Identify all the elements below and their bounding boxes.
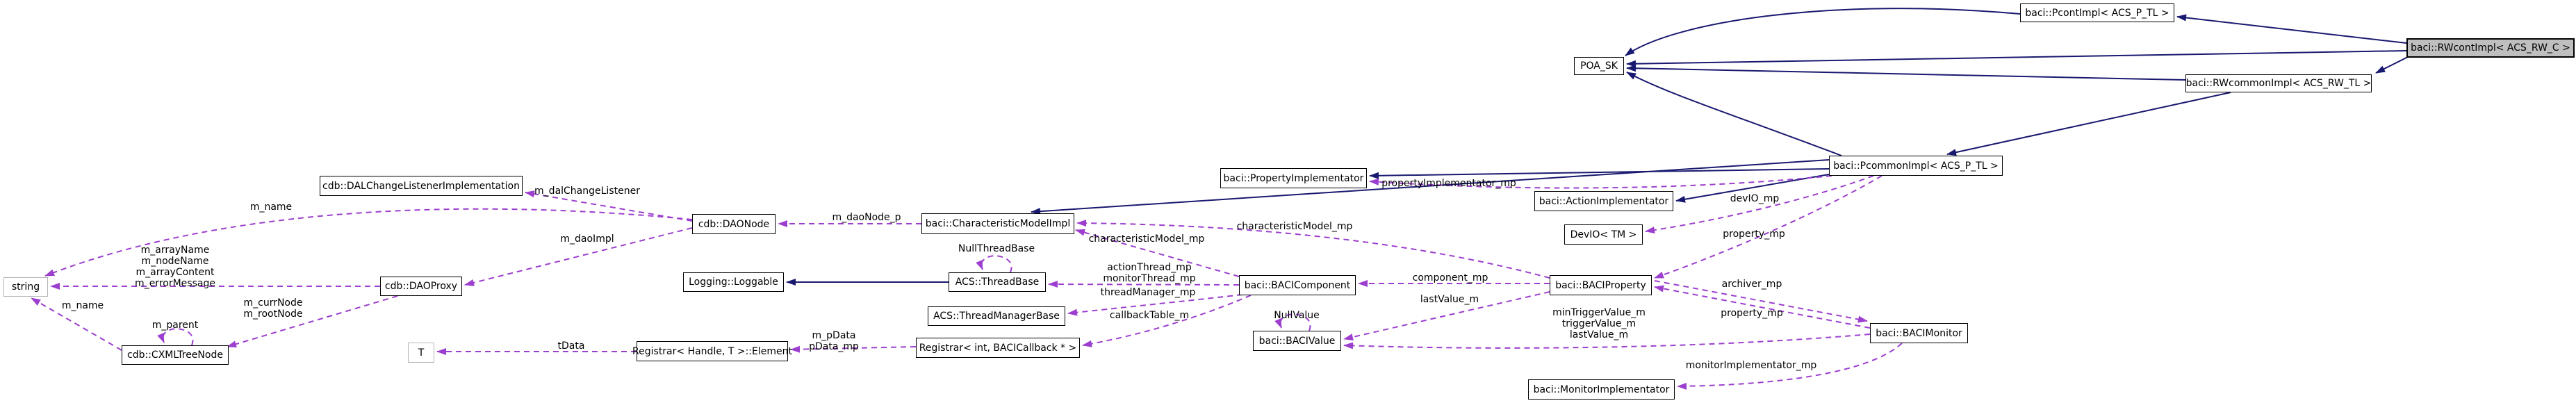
node-registrar-int[interactable]: Registrar< int, BACICallback * >	[916, 338, 1080, 358]
edge-pcommonimpl-propertyimplementator	[1369, 175, 1832, 189]
node-dalchangelistener[interactable]: cdb::DALChangeListenerImplementation	[320, 176, 523, 196]
edge-daonode-dalchangelistener	[525, 190, 693, 222]
edge-daonode-daoproxy	[464, 227, 693, 286]
edge-bacicomponent-registrar-int	[1082, 295, 1252, 347]
node-bacimonitor[interactable]: baci::BACIMonitor	[1870, 323, 1968, 343]
edge-label-bacicomponent-charmodelimpl: characteristicModel_mp	[1088, 233, 1205, 245]
edge-pcommonimpl-devio	[1645, 175, 1874, 234]
edge-pcommonimpl-actionimplementator	[1675, 174, 1830, 203]
edge-label-bacimonitor-baciproperty: property_mp	[1721, 308, 1783, 319]
edge-label-bacivalue-bacivalue: NullValue	[1274, 310, 1320, 321]
node-loggable[interactable]: Logging::Loggable	[683, 272, 784, 292]
edge-pcommonimpl-poask	[1626, 72, 1842, 156]
node-devio[interactable]: DevIO< TM >	[1564, 224, 1643, 245]
node-threadmanagerbase[interactable]: ACS::ThreadManagerBase	[928, 306, 1065, 326]
node-bacivalue[interactable]: baci::BACIValue	[1253, 331, 1341, 351]
edge-label-pcommonimpl-devio: devIO_mp	[1730, 193, 1780, 204]
edge-label-cxmltreenode-cxmltreenode: m_parent	[151, 320, 199, 331]
edge-bacimonitor-baciproperty	[1654, 285, 1871, 329]
edge-baciproperty-bacivalue	[1343, 291, 1550, 340]
node-rwcommonimpl[interactable]: baci::RWcommonImpl< ACS_RW_TL >	[2185, 74, 2372, 92]
node-daonode[interactable]: cdb::DAONode	[692, 214, 776, 234]
node-rwcontimpl: baci::RWcontImpl< ACS_RW_C >	[2406, 38, 2575, 58]
edge-bacicomponent-charmodelimpl	[1075, 229, 1240, 277]
edge-cxmltreenode-string	[31, 297, 122, 351]
node-pcommonimpl[interactable]: baci::PcommonImpl< ACS_P_TL >	[1829, 156, 2003, 176]
node-daoproxy[interactable]: cdb::DAOProxy	[380, 277, 462, 296]
edge-label-threadbase-threadbase: NullThreadBase	[958, 243, 1035, 254]
edge-label-bacimonitor-monitorimplementator: monitorImplementator_mp	[1685, 360, 1817, 371]
edge-pcontimpl-poask	[1625, 8, 2021, 56]
node-bacicomponent[interactable]: baci::BACIComponent	[1239, 275, 1356, 295]
edge-label-bacicomponent-registrar-int: callbackTable_m	[1109, 310, 1190, 321]
edge-label-baciproperty-charmodelimpl: characteristicModel_mp	[1236, 221, 1353, 232]
edge-label-cxmltreenode-string: m_name	[61, 300, 104, 311]
edge-label-registrar-element-t: tData	[557, 340, 585, 352]
edge-registrar-int-registrar-element	[790, 345, 917, 353]
edge-pcommonimpl-charmodelimpl	[1031, 159, 1830, 215]
edge-label-baciproperty-bacivalue: lastValue_m	[1420, 294, 1479, 305]
node-cxmltreenode[interactable]: cdb::CXMLTreeNode	[122, 345, 229, 365]
edge-bacivalue-bacivalue	[1274, 313, 1311, 331]
node-monitorimplementator[interactable]: baci::MonitorImplementator	[1528, 379, 1675, 400]
edge-label-baciproperty-bacicomponent: component_mp	[1412, 272, 1488, 283]
edge-label-daonode-dalchangelistener: m_dalChangeListener	[534, 186, 640, 197]
edge-label-baciproperty-bacimonitor: archiver_mp	[1721, 279, 1782, 290]
edge-threadbase-threadbase	[976, 255, 1012, 273]
node-poask[interactable]: POA_SK	[1574, 57, 1624, 75]
edge-rwcontimpl-poask	[1626, 50, 2407, 67]
edge-label-pcommonimpl-baciproperty: property_mp	[1723, 229, 1785, 240]
edge-label-bacicomponent-threadmanagerbase: threadManager_mp	[1100, 287, 1196, 298]
edge-baciproperty-bacimonitor	[1654, 280, 1868, 323]
edge-bacicomponent-threadbase	[1048, 281, 1240, 288]
edge-label-pcommonimpl-propertyimplementator: propertyImplementator_mp	[1381, 178, 1516, 189]
edge-rwcontimpl-rwcommonimpl	[2375, 56, 2409, 74]
edge-pcommonimpl-propertyimplementator	[1369, 168, 1830, 179]
edge-pcommonimpl-baciproperty	[1654, 175, 1882, 279]
edge-rwcommonimpl-pcommonimpl	[1946, 92, 2231, 156]
node-propertyimplementator[interactable]: baci::PropertyImplementator	[1220, 168, 1367, 188]
edge-daonode-string	[44, 208, 693, 277]
edge-bacicomponent-threadmanagerbase	[1067, 294, 1243, 316]
edge-label-daonode-daoproxy: m_daoImpl	[560, 233, 614, 245]
edge-bacimonitor-bacivalue	[1343, 334, 1871, 349]
node-string: string	[3, 277, 48, 297]
node-baciproperty[interactable]: baci::BACIProperty	[1550, 275, 1652, 295]
node-t: T	[408, 343, 434, 363]
edge-daoproxy-cxmltreenode	[227, 295, 398, 348]
edge-cxmltreenode-cxmltreenode	[157, 328, 194, 346]
edge-label-charmodelimpl-daonode: m_daoNode_p	[832, 212, 901, 223]
node-charmodelimpl[interactable]: baci::CharacteristicModelImpl	[921, 213, 1074, 234]
node-registrar-element[interactable]: Registrar< Handle, T >::Element	[632, 341, 792, 361]
node-threadbase[interactable]: ACS::ThreadBase	[949, 272, 1046, 292]
edge-rwcontimpl-pcontimpl	[2176, 14, 2407, 44]
edge-baciproperty-charmodelimpl	[1076, 220, 1550, 279]
edge-label-daonode-string: m_name	[249, 202, 293, 213]
node-actionimplementator[interactable]: baci::ActionImplementator	[1534, 191, 1673, 211]
edge-rwcommonimpl-poask	[1626, 65, 2186, 81]
node-pcontimpl[interactable]: baci::PcontImpl< ACS_P_TL >	[2020, 3, 2174, 22]
